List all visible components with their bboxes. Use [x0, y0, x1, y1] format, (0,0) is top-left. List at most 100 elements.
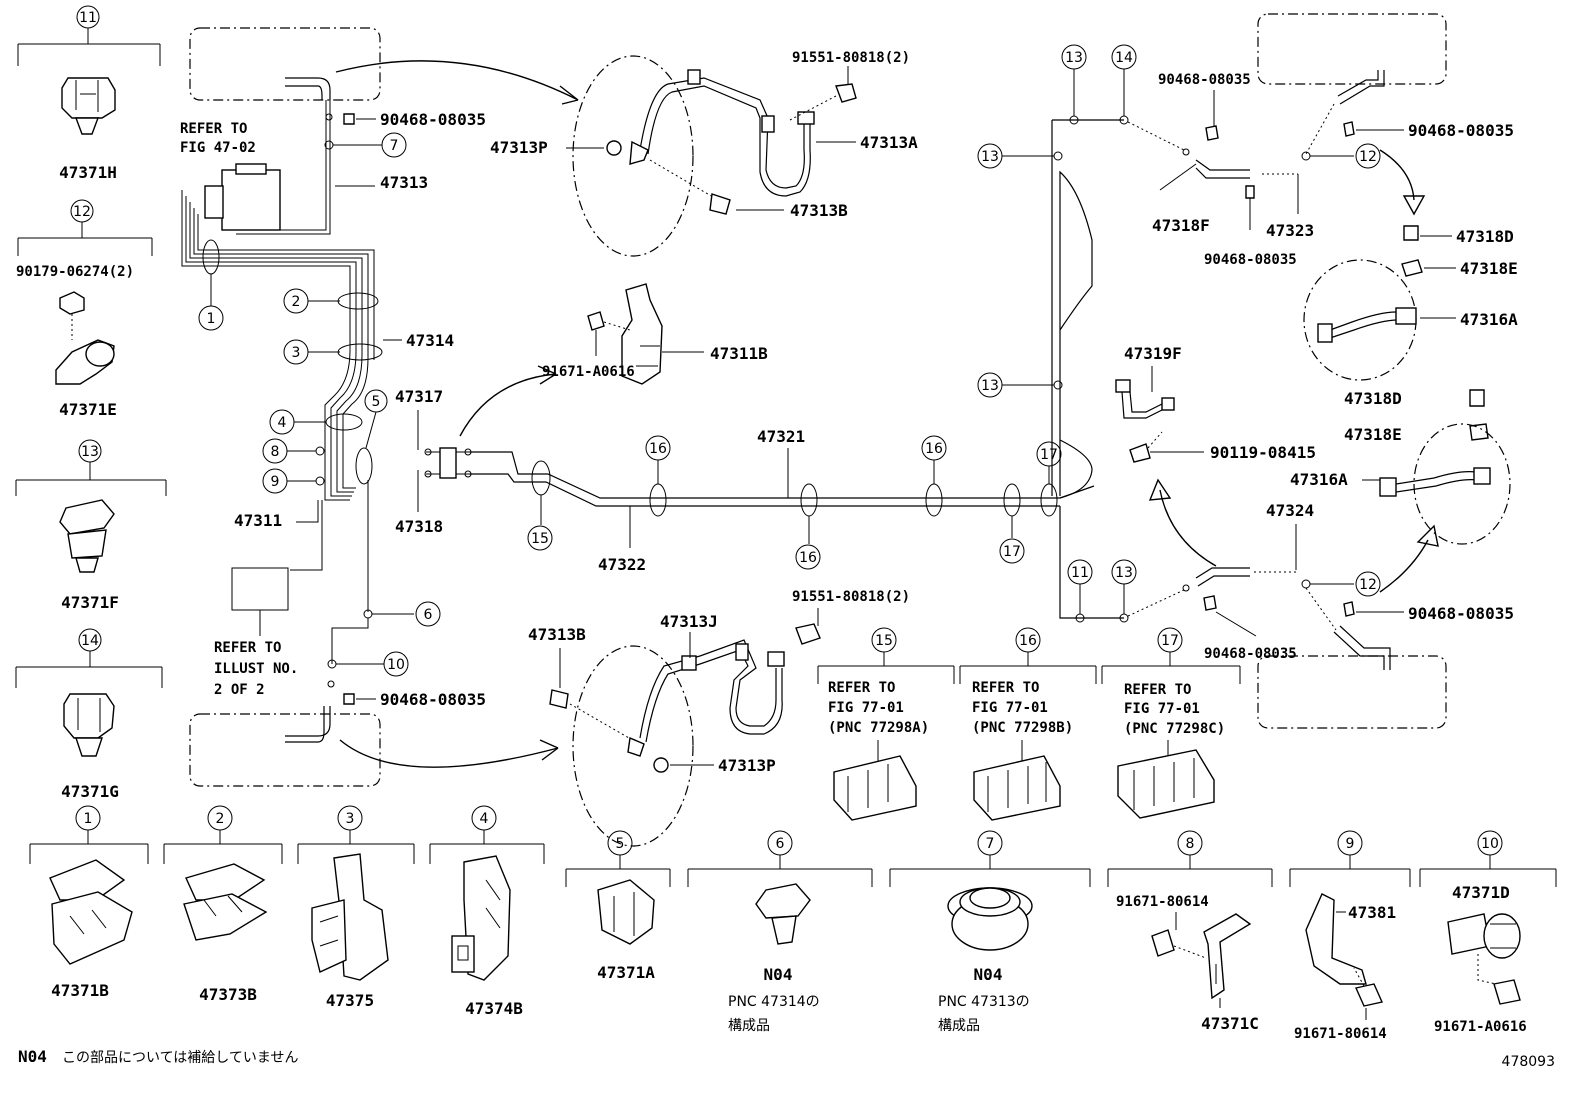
part-number-label[interactable]: 47314 [406, 331, 454, 350]
part-number-label[interactable]: 47318E [1344, 425, 1402, 444]
refer-text: REFER TO [214, 640, 281, 656]
callout-number: 4 [278, 415, 287, 431]
refer-text[interactable]: ILLUST NO. [214, 661, 298, 677]
part-number-label[interactable]: 47313B [790, 201, 848, 220]
refer-text[interactable]: FIG 77-01 [828, 700, 904, 716]
flex-hose-47316A-icon[interactable] [1317, 307, 1417, 343]
part-number-label[interactable]: 47371F [61, 593, 119, 612]
part-group-15: 15 REFER TO FIG 77-01 (PNC 77298A) [817, 627, 955, 821]
part-number-label[interactable]: 91671-80614 [1116, 894, 1209, 910]
part-number-label[interactable]: 47371H [59, 163, 117, 182]
part-number-label[interactable]: 47316A [1290, 470, 1348, 489]
refer-text[interactable]: FIG 47-02 [180, 140, 256, 156]
part-number-label[interactable]: 47319F [1124, 344, 1182, 363]
part-number-label[interactable]: 91671-A0616 [542, 364, 635, 380]
part-number-label[interactable]: 47324 [1266, 501, 1314, 520]
part-number-label[interactable]: 47318 [395, 517, 443, 536]
part-number-label[interactable]: 90468-08035 [1408, 121, 1514, 140]
plug-N04-icon[interactable] [947, 887, 1033, 951]
part-number-label[interactable]: 91551-80818(2) [792, 589, 910, 605]
part-number-label[interactable]: 90468-08035 [380, 110, 486, 129]
callout-number: 4 [480, 811, 489, 827]
refer-text[interactable]: FIG 77-01 [1124, 701, 1200, 717]
part-number-label[interactable]: 47316A [1460, 310, 1518, 329]
callout-number: 3 [346, 811, 355, 827]
part-number-label[interactable]: 47381 [1348, 903, 1396, 922]
clip-47371B-icon[interactable] [49, 859, 133, 965]
part-number-label[interactable]: 47318D [1344, 389, 1402, 408]
part-number-label[interactable]: 47311 [234, 511, 282, 530]
part-number-label[interactable]: N04 [764, 965, 793, 984]
callout-number: 16 [1019, 633, 1037, 649]
part-number-label[interactable]: 47322 [598, 555, 646, 574]
part-number-label[interactable]: 47313B [528, 625, 586, 644]
part-number-label[interactable]: N04 [974, 965, 1003, 984]
part-number-label[interactable]: 47371E [59, 400, 117, 419]
callout-number: 16 [925, 441, 943, 457]
clip-47371G-icon[interactable] [63, 693, 115, 757]
part-number-label[interactable]: 90468-08035 [380, 690, 486, 709]
part-number-label[interactable]: 47313P [490, 138, 548, 157]
part-group-90468-a: 90468-08035 [325, 110, 486, 129]
part-number-label[interactable]: 47371B [51, 981, 109, 1000]
flex-hose-47313J[interactable] [639, 639, 785, 743]
part-number-label[interactable]: 47323 [1266, 221, 1314, 240]
clamp-47371D-icon[interactable] [1447, 913, 1521, 1005]
part-number-label[interactable]: 90119-08415 [1210, 443, 1316, 462]
callout-number: 16 [799, 550, 817, 566]
part-number-label[interactable]: 47373B [199, 985, 257, 1004]
footnote-code: N04 [18, 1047, 47, 1066]
callout-number: 13 [1115, 565, 1133, 581]
part-number-label[interactable]: 90179-06274(2) [16, 264, 134, 280]
part-number-label[interactable]: 90468-08035 [1158, 72, 1251, 88]
bolt-icon [795, 623, 821, 645]
part-number-label[interactable]: 47375 [326, 991, 374, 1010]
part-number-label[interactable]: 47371D [1452, 883, 1510, 902]
part-number-label[interactable]: 47318E [1460, 259, 1518, 278]
bolt-47313B-icon [549, 689, 569, 709]
part-number-label[interactable]: 47313A [860, 133, 918, 152]
clip-47375-icon[interactable] [311, 853, 389, 981]
refer-text: (PNC 77298A) [828, 720, 929, 736]
note-text: 構成品 [938, 1018, 980, 1034]
pipe-47319F-icon[interactable] [1115, 379, 1175, 419]
bracket-47381-icon[interactable] [1305, 893, 1383, 1007]
part-number-label[interactable]: 47311B [710, 344, 768, 363]
part-number-label[interactable]: 90468-08035 [1204, 252, 1297, 268]
part-number-label[interactable]: 47318F [1152, 216, 1210, 235]
part-number-label[interactable]: 47371G [61, 782, 119, 801]
callout-number: 11 [1071, 565, 1089, 581]
clip-47374B-icon[interactable] [451, 855, 511, 981]
clip-47371A-icon[interactable] [597, 879, 655, 945]
part-number-label[interactable]: 90468-08035 [1204, 646, 1297, 662]
main-brake-pipes [470, 119, 1124, 619]
refer-text: REFER TO [828, 680, 895, 696]
part-number-label[interactable]: 91671-A0616 [1434, 1019, 1527, 1035]
callout-number: 10 [1481, 836, 1499, 852]
clip-47373B-icon[interactable] [183, 863, 268, 941]
bracket-47371C-icon[interactable] [1151, 913, 1252, 1000]
refer-text[interactable]: FIG 77-01 [972, 700, 1048, 716]
part-number-label[interactable]: 47374B [465, 999, 523, 1018]
part-number-label[interactable]: 47321 [757, 427, 805, 446]
part-number-label[interactable]: 90468-08035 [1408, 604, 1514, 623]
part-number-label[interactable]: 47318D [1456, 227, 1514, 246]
part-number-label[interactable]: 47371C [1201, 1014, 1259, 1033]
clamp-47371E-icon[interactable] [55, 291, 115, 385]
part-number-label[interactable]: 91671-80614 [1294, 1026, 1387, 1042]
clip-47371H-icon[interactable] [61, 77, 116, 135]
part-number-label[interactable]: 47317 [395, 387, 443, 406]
part-number-label[interactable]: 47313J [660, 612, 718, 631]
part-number-label[interactable]: 47313P [718, 756, 776, 775]
part-number-label[interactable]: 47313 [380, 173, 428, 192]
bracket-47311B-icon[interactable] [587, 283, 663, 385]
clip-47371F-icon[interactable] [59, 499, 115, 573]
refer-box [231, 567, 289, 611]
clip-77298C-icon [1117, 749, 1215, 819]
flex-hose-47316A-icon[interactable] [1379, 467, 1491, 497]
grommet-N04-icon[interactable] [755, 883, 811, 945]
part-number-label[interactable]: 91551-80818(2) [792, 50, 910, 66]
part-number-label[interactable]: 47371A [597, 963, 655, 982]
flex-hose-47313A[interactable] [639, 69, 815, 197]
nut-47318E-icon [1469, 423, 1489, 441]
